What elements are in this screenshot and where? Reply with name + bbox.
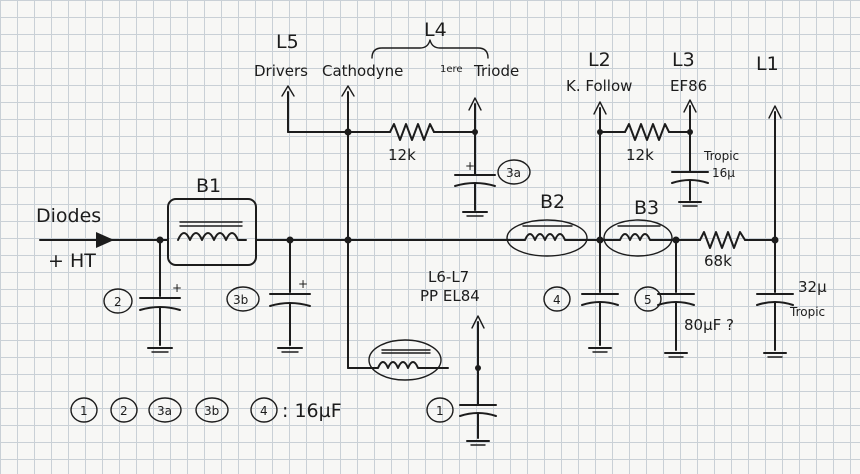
label-b3: B3 — [634, 197, 659, 219]
label-cap-32u: 32µ — [798, 278, 827, 296]
resistor-68k — [699, 231, 746, 249]
label-triode: Triode — [473, 62, 519, 80]
plus-mark-cap-3b: + — [298, 277, 308, 291]
label-cap-4: 4 — [553, 293, 561, 307]
label-cap-2: 2 — [114, 295, 122, 309]
label-b1: B1 — [196, 175, 221, 197]
capacitor-5 — [657, 239, 695, 358]
legend: 1 2 3a 3b 4 : 16µF — [80, 400, 342, 422]
label-l6-l7: L6-L7 — [428, 268, 469, 286]
legend-item: 1 — [80, 404, 88, 418]
legend-value: : 16µF — [282, 400, 342, 422]
label-l5: L5 — [276, 31, 299, 53]
plus-mark-cap-3a: + — [465, 159, 475, 173]
l6-l7-branch — [471, 315, 485, 406]
label-cap-16u: 16µ — [712, 166, 735, 180]
label-tropic-a: Tropic — [703, 149, 739, 163]
label-cap-3a: 3a — [506, 166, 521, 180]
label-res-12k-a: 12k — [388, 146, 416, 164]
label-pp-el84: PP EL84 — [420, 287, 480, 305]
input-arrow — [96, 232, 114, 248]
k-follow-branch — [593, 101, 607, 293]
label-l2: L2 — [588, 49, 611, 71]
label-cathodyne: Cathodyne — [322, 62, 403, 80]
triode-branch — [347, 97, 482, 176]
label-drivers: Drivers — [254, 62, 308, 80]
label-ef86: EF86 — [670, 77, 707, 95]
l4-brace — [371, 39, 489, 59]
label-tropic-b: Tropic — [789, 305, 825, 319]
label-l4: L4 — [424, 19, 447, 41]
capacitor-3b — [269, 239, 311, 353]
legend-item: 2 — [120, 404, 128, 418]
capacitor-16u — [671, 171, 709, 207]
label-cap-1: 1 — [436, 404, 444, 418]
legend-item: 3a — [157, 404, 172, 418]
label-l3: L3 — [672, 49, 695, 71]
capacitor-4 — [581, 293, 619, 353]
label-k-follow: K. Follow — [566, 77, 632, 95]
choke-b3 — [603, 219, 673, 257]
label-triode-first: 1ere — [440, 64, 463, 75]
ef86-branch — [599, 99, 697, 173]
circle-marks — [70, 159, 662, 423]
label-res-12k-b: 12k — [626, 146, 654, 164]
label-res-68k: 68k — [704, 252, 732, 270]
label-cap-80u: 80µF ? — [684, 316, 734, 334]
label-cap-5: 5 — [644, 293, 652, 307]
label-diodes: Diodes — [36, 205, 101, 227]
label-ht: + HT — [48, 250, 96, 272]
l1-branch — [768, 105, 782, 293]
legend-item: 3b — [204, 404, 219, 418]
choke-l6-l7 — [347, 339, 449, 381]
capacitor-32u — [756, 293, 794, 358]
label-cap-3b: 3b — [233, 293, 248, 307]
label-l1: L1 — [756, 53, 779, 75]
capacitor-1 — [459, 404, 497, 446]
cathodyne-branch — [341, 85, 355, 369]
capacitor-2 — [139, 239, 181, 353]
choke-b2 — [506, 219, 588, 257]
choke-b1 — [167, 198, 257, 266]
drivers-branch — [281, 85, 349, 133]
label-b2: B2 — [540, 191, 565, 213]
plus-mark-cap-2: + — [172, 281, 182, 295]
capacitor-3a — [454, 174, 496, 217]
legend-item: 4 — [260, 404, 268, 418]
